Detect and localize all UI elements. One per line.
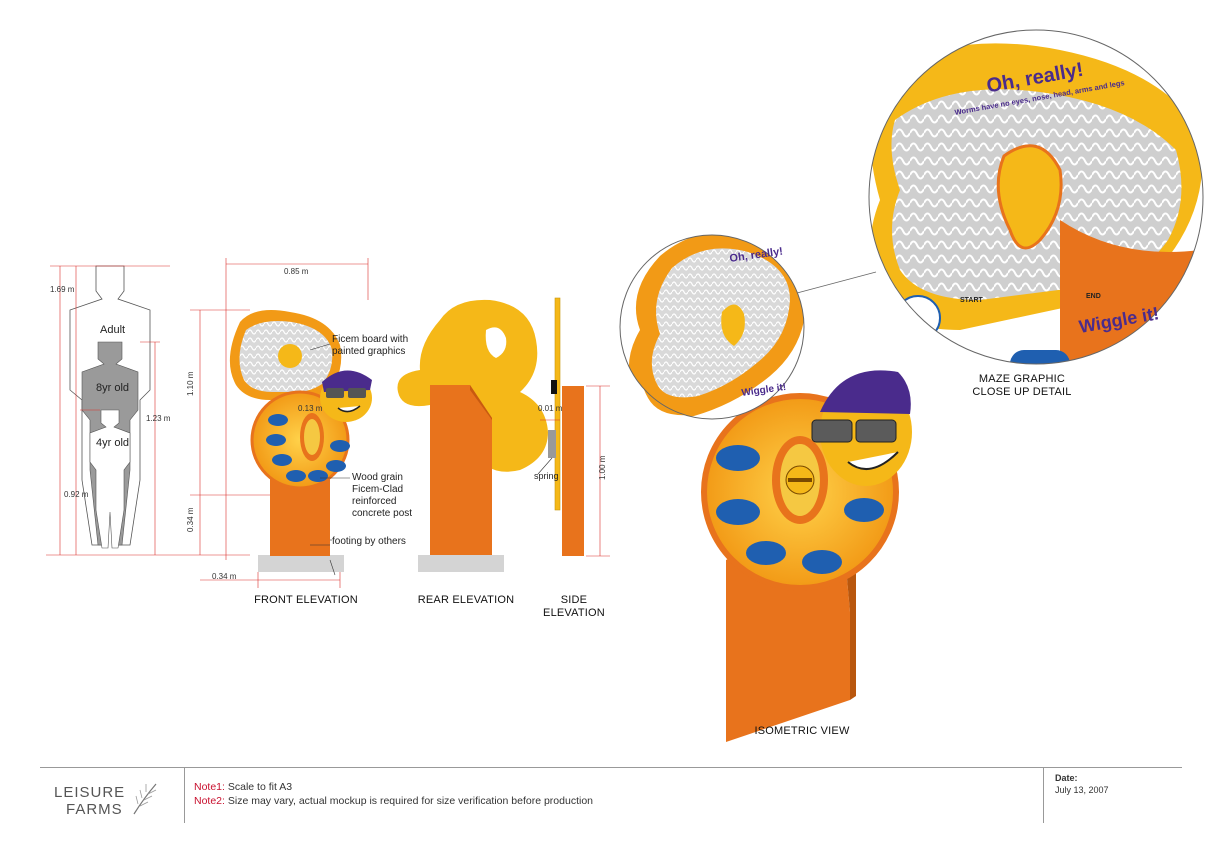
caption-maze-detail: MAZE GRAPHIC CLOSE UP DETAIL — [962, 373, 1082, 399]
rear-elevation — [397, 299, 548, 572]
side-elevation — [537, 297, 610, 557]
human-figures — [69, 265, 151, 549]
dim-0-01: 0.01 m — [538, 404, 563, 413]
footer-sep-right — [1043, 767, 1044, 823]
detail-circle-large: Oh, really! Worms have no eyes, nose, he… — [868, 29, 1204, 365]
rear-post — [430, 385, 492, 555]
iso-worm-face — [811, 370, 912, 486]
dim-1-10: 1.10 m — [186, 371, 195, 396]
note-2-text: Size may vary, actual mockup is required… — [227, 795, 593, 807]
dim-0-92: 0.92 m — [64, 490, 89, 499]
dim-0-85: 0.85 m — [284, 267, 309, 276]
front-worm-face — [320, 370, 372, 422]
note-2-key: Note2: — [194, 795, 225, 807]
iso-fact-badges — [716, 422, 884, 574]
dim-1-23: 1.23 m — [146, 414, 171, 423]
leisure-farms-logo: LEISURE FARMS — [52, 780, 172, 820]
dim-0-34-h: 0.34 m — [212, 572, 237, 581]
caption-isometric: ISOMETRIC VIEW — [754, 725, 850, 737]
note-1-key: Note1: — [194, 781, 225, 793]
detail-circle-small: Oh, really! Wiggle it! — [619, 234, 805, 420]
human-dimension-lines — [46, 265, 250, 556]
dim-0-34-v: 0.34 m — [186, 507, 195, 532]
rear-board-silhouette — [397, 299, 548, 472]
note-1: Note1: Scale to fit A3 — [194, 780, 593, 794]
date-value: July 13, 2007 — [1055, 785, 1109, 795]
caption-side-line2: ELEVATION — [543, 607, 605, 619]
date-block: Date: July 13, 2007 — [1055, 772, 1109, 796]
dim-0-13: 0.13 m — [298, 404, 323, 413]
caption-side-elevation: SIDE ELEVATION — [534, 594, 614, 620]
note-1-text: Scale to fit A3 — [227, 781, 293, 793]
side-post — [562, 386, 584, 556]
front-elevation — [190, 258, 372, 588]
caption-rear-elevation: REAR ELEVATION — [417, 594, 515, 606]
caption-front-elevation: FRONT ELEVATION — [254, 594, 358, 606]
front-footing — [258, 555, 344, 572]
side-board — [554, 297, 561, 511]
label-8yr: 8yr old — [96, 382, 130, 394]
footer-divider — [40, 767, 1182, 768]
dim-1-00: 1.00 m — [598, 455, 607, 480]
maze-end: END — [1086, 293, 1101, 300]
dim-1-69: 1.69 m — [50, 285, 75, 294]
footer-sep-left — [184, 767, 185, 823]
date-label: Date: — [1055, 773, 1078, 783]
note-2: Note2: Size may vary, actual mockup is r… — [194, 794, 593, 808]
callout-wood-grain: Wood grain Ficem-Clad reinforced concret… — [352, 472, 413, 519]
svg-text:LEISURE: LEISURE — [54, 784, 125, 801]
caption-side-line1: SIDE — [560, 594, 588, 606]
caption-maze-line1: MAZE GRAPHIC — [978, 373, 1066, 385]
callout-ficem-board: Ficem board with painted graphics — [332, 334, 409, 357]
drawing-notes: Note1: Scale to fit A3 Note2: Size may v… — [194, 780, 593, 808]
callout-spring: spring — [534, 471, 559, 481]
callout-footing: footing by others — [332, 536, 406, 547]
caption-maze-line2: CLOSE UP DETAIL — [972, 386, 1072, 398]
svg-text:FARMS: FARMS — [66, 801, 123, 818]
drawing-canvas: Oh, really! Wiggle it! Oh, really! Worms… — [46, 29, 1204, 742]
label-adult: Adult — [100, 324, 126, 336]
label-4yr: 4yr old — [96, 437, 130, 449]
four-year-old-silhouette — [89, 409, 131, 549]
maze-start: START — [960, 297, 984, 304]
